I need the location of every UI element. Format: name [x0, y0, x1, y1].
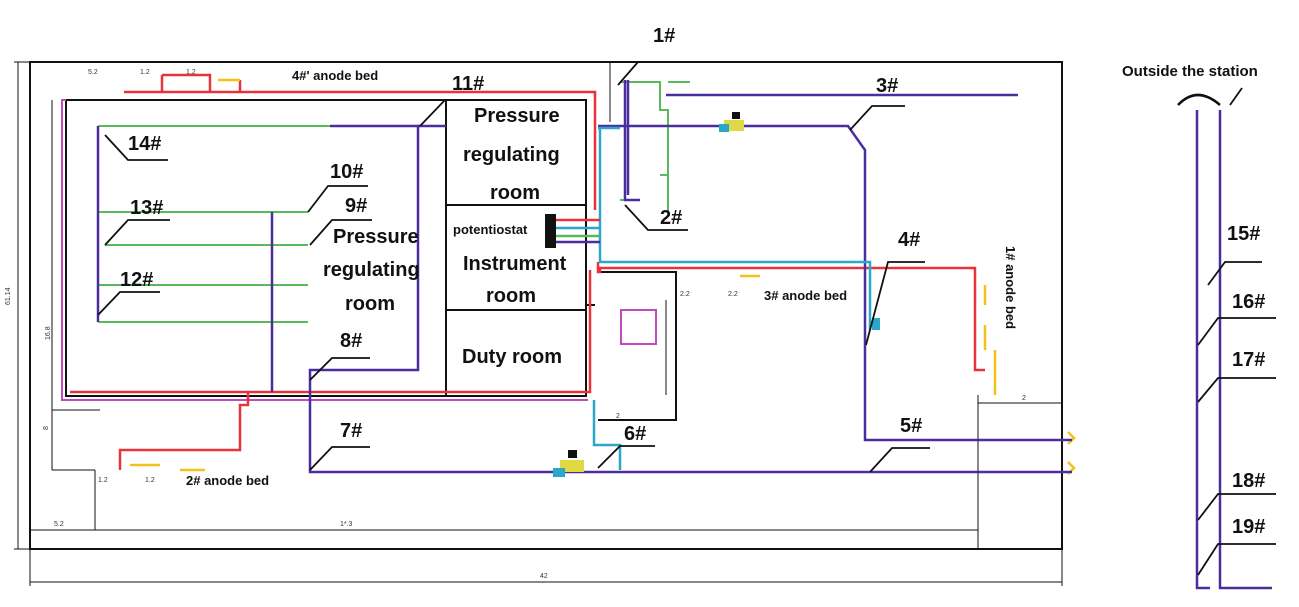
pressure-room-right-line1: Pressure	[474, 105, 560, 127]
building-walls	[65, 99, 677, 421]
label-12: 12#	[120, 269, 153, 291]
label-18: 18#	[1232, 470, 1265, 492]
room-labels: Pressure regulating room Pressure regula…	[323, 105, 567, 368]
anode-bed-middle: 3# anode bed	[764, 288, 847, 303]
label-8: 8#	[340, 330, 362, 352]
svg-text:5.2: 5.2	[54, 521, 64, 528]
label-5: 5#	[900, 415, 922, 437]
potentiostat-label: potentiostat	[453, 222, 528, 237]
duty-room-label: Duty room	[462, 346, 562, 368]
equipment-symbols	[553, 112, 880, 477]
label-3: 3#	[876, 75, 898, 97]
label-17: 17#	[1232, 349, 1265, 371]
svg-text:1.2: 1.2	[140, 69, 150, 76]
svg-text:2.2: 2.2	[680, 291, 690, 298]
label-2: 2#	[660, 207, 682, 229]
cyan-cables	[592, 126, 872, 470]
test-point-labels: 1# 2# 3# 4# 5# 6# 7# 8# 9# 10# 11# 12# 1…	[120, 25, 1265, 538]
label-6: 6#	[624, 423, 646, 445]
svg-text:2: 2	[616, 413, 620, 420]
instrument-room-line2: room	[486, 285, 536, 307]
red-cables	[70, 73, 985, 470]
label-9: 9#	[345, 195, 367, 217]
svg-text:42: 42	[540, 573, 548, 580]
pressure-room-left-line3: room	[345, 293, 395, 315]
pressure-room-left-line1: Pressure	[333, 226, 419, 248]
leader-lines	[97, 61, 1276, 576]
anode-bed-markers	[130, 78, 1076, 475]
svg-text:5.2: 5.2	[88, 69, 98, 76]
anode-bed-labels: 4#' anode bed 3# anode bed 2# anode bed …	[186, 68, 1018, 488]
svg-text:1.2: 1.2	[98, 477, 108, 484]
potentiostat-cables	[545, 214, 600, 248]
label-13: 13#	[130, 197, 163, 219]
svg-text:61.14: 61.14	[5, 287, 12, 305]
instrument-room-line1: Instrument	[463, 253, 567, 275]
svg-text:1*.3: 1*.3	[340, 521, 353, 528]
label-10: 10#	[330, 161, 363, 183]
label-19: 19#	[1232, 516, 1265, 538]
svg-text:8: 8	[43, 426, 50, 430]
purple-pipes	[96, 80, 1272, 590]
pressure-room-right-line2: regulating	[463, 144, 560, 166]
outside-station-label: Outside the station	[1122, 63, 1258, 80]
station-boundary	[14, 61, 1063, 586]
svg-text:16.8: 16.8	[45, 326, 52, 340]
label-7: 7#	[340, 420, 362, 442]
label-11: 11#	[452, 73, 484, 95]
label-16: 16#	[1232, 291, 1265, 313]
svg-text:1.2: 1.2	[186, 69, 196, 76]
anode-bed-top: 4#' anode bed	[292, 68, 378, 83]
label-4: 4#	[898, 229, 920, 251]
svg-text:2.2: 2.2	[728, 291, 738, 298]
label-1: 1#	[653, 25, 675, 47]
pressure-room-right-line3: room	[490, 182, 540, 204]
pressure-room-left-line2: regulating	[323, 259, 420, 281]
label-14: 14#	[128, 133, 161, 155]
anode-bed-bottom: 2# anode bed	[186, 473, 269, 488]
dimension-marks: 5.2 1.2 1.2 1.2 1.2 5.2 1*.3 42 2.2 2.2 …	[5, 69, 1026, 580]
magenta-boundary-line	[61, 99, 657, 401]
label-15: 15#	[1227, 223, 1260, 245]
svg-text:1.2: 1.2	[145, 477, 155, 484]
svg-text:2: 2	[1022, 395, 1026, 402]
anode-bed-right: 1# anode bed	[1003, 246, 1018, 329]
